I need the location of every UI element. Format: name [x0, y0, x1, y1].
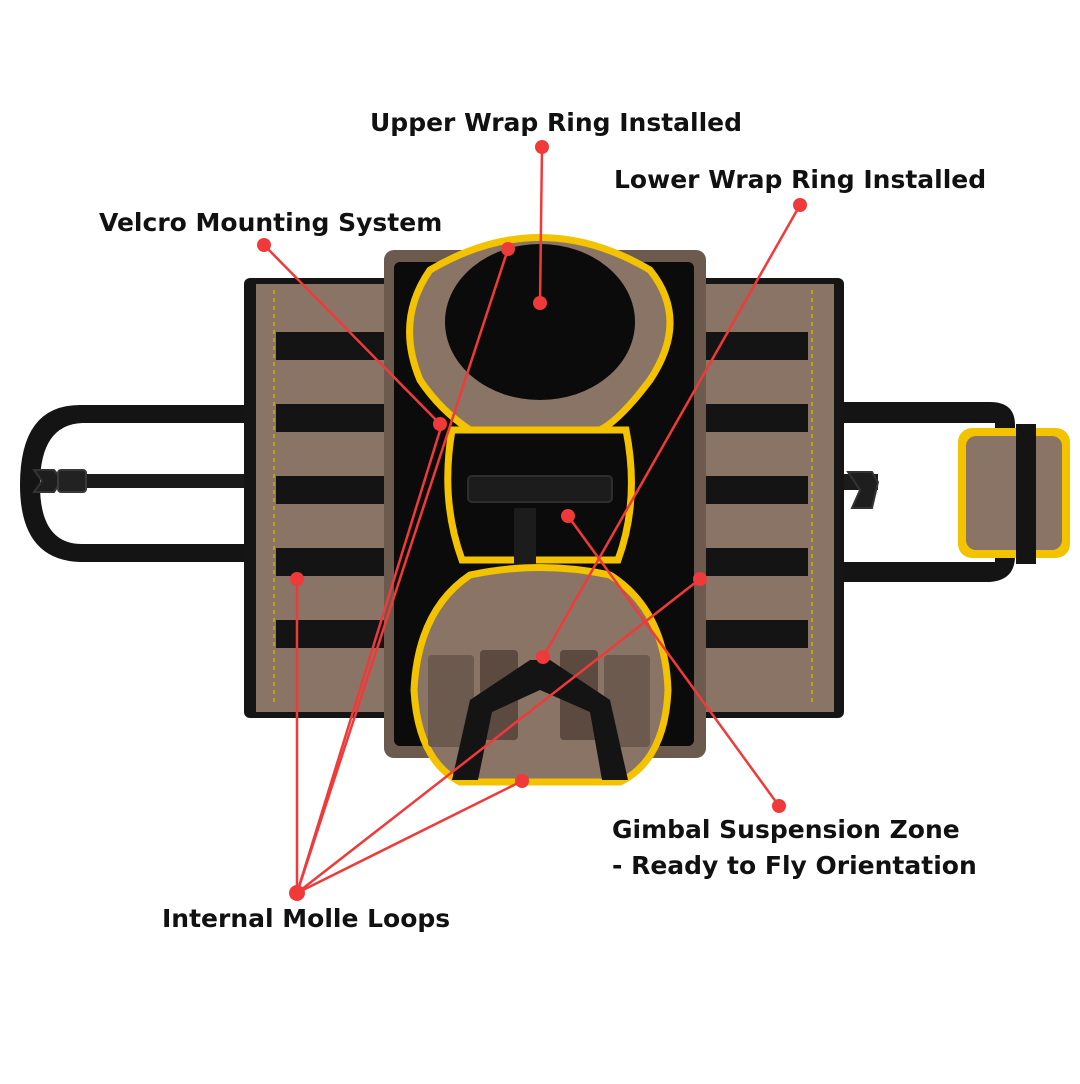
marker-dot-gimbal-label: [772, 799, 786, 813]
marker-dot-molle-right: [693, 572, 707, 586]
marker-dot-upper-ring-target: [533, 296, 547, 310]
label-gimbal-line-2: - Ready to Fly Orientation: [612, 851, 977, 880]
annotation-lines: [263, 146, 802, 895]
marker-dot-lower-ring-target: [536, 650, 550, 664]
left-panel: [244, 278, 402, 718]
lower-wrap-ring: [410, 564, 672, 786]
right-panel: [686, 278, 844, 718]
marker-dot-molle-bottom: [515, 774, 529, 788]
marker-dot-upper-ring-label: [535, 140, 549, 154]
marker-dot-molle-left: [290, 572, 304, 586]
marker-dot-velcro-label: [257, 238, 271, 252]
label-velcro-mounting-system: Velcro Mounting System: [99, 208, 443, 237]
right-strap: [838, 402, 1070, 582]
marker-dot-molle-hub: [289, 885, 305, 901]
label-lower-wrap-ring: Lower Wrap Ring Installed: [614, 165, 987, 194]
left-buckle-icon: [32, 469, 64, 493]
label-gimbal-line-1: Gimbal Suspension Zone: [612, 815, 960, 844]
label-internal-molle-loops: Internal Molle Loops: [162, 904, 451, 933]
annotation-dots: [257, 140, 807, 901]
right-buckle-icon: [846, 471, 880, 509]
marker-dot-gimbal-target: [561, 509, 575, 523]
upper-wrap-ring: [406, 234, 674, 434]
marker-dot-lower-ring-label: [793, 198, 807, 212]
marker-dot-molle-upper: [501, 242, 515, 256]
left-strap: [20, 405, 250, 562]
label-upper-wrap-ring: Upper Wrap Ring Installed: [370, 108, 743, 137]
label-gimbal-suspension-zone: Gimbal Suspension Zone - Ready to Fly Or…: [612, 815, 977, 881]
marker-dot-velcro-target: [433, 417, 447, 431]
